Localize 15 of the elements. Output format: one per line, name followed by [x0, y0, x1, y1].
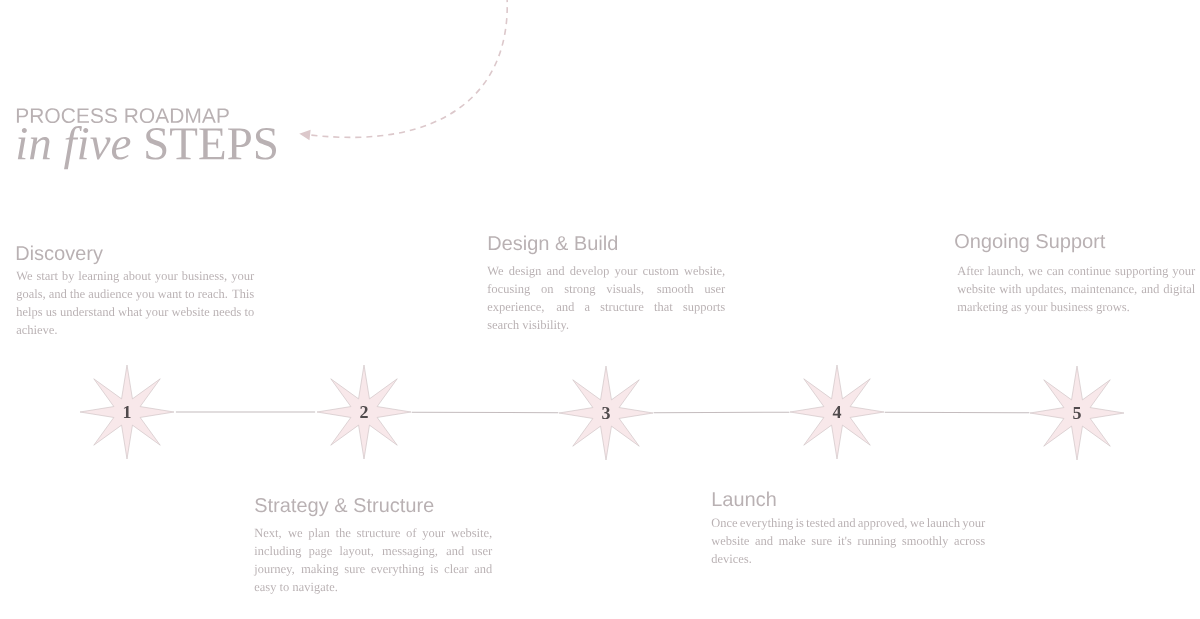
step-heading: Strategy & Structure — [255, 498, 434, 517]
step-description: After launch, we can continue supporting your website with updates, maintenance, and digital marketing as your business grows. — [957, 266, 1196, 314]
step-description: Next, we plan the structure of your website, including page layout, messaging, and user journey, making sure everything is clear and easy to navigate. — [253, 528, 493, 594]
connector-line — [653, 411, 790, 414]
step-heading: Discovery — [16, 245, 103, 265]
step-heading: Ongoing Support — [955, 233, 1106, 253]
connector-line — [175, 411, 316, 413]
step-description: We design and develop your custom website, focusing on strong visuals, smooth user experience, and a structure that supports search visibility. — [487, 266, 726, 332]
step-heading: Launch — [712, 491, 776, 507]
connector-line — [884, 411, 1030, 414]
title: PROCESS ROADMAP in five STEPS — [16, 108, 276, 170]
connector-line — [411, 411, 559, 414]
step-heading: Design & Build — [488, 235, 618, 255]
step-description: Once everything is tested and approved, we launch your website and make sure it's running smoothly across devices. — [711, 518, 986, 564]
step-description: We start by learning about your business, your goals, and the audience you want to reach. This helps us understand what your website needs to achieve. — [16, 271, 255, 335]
